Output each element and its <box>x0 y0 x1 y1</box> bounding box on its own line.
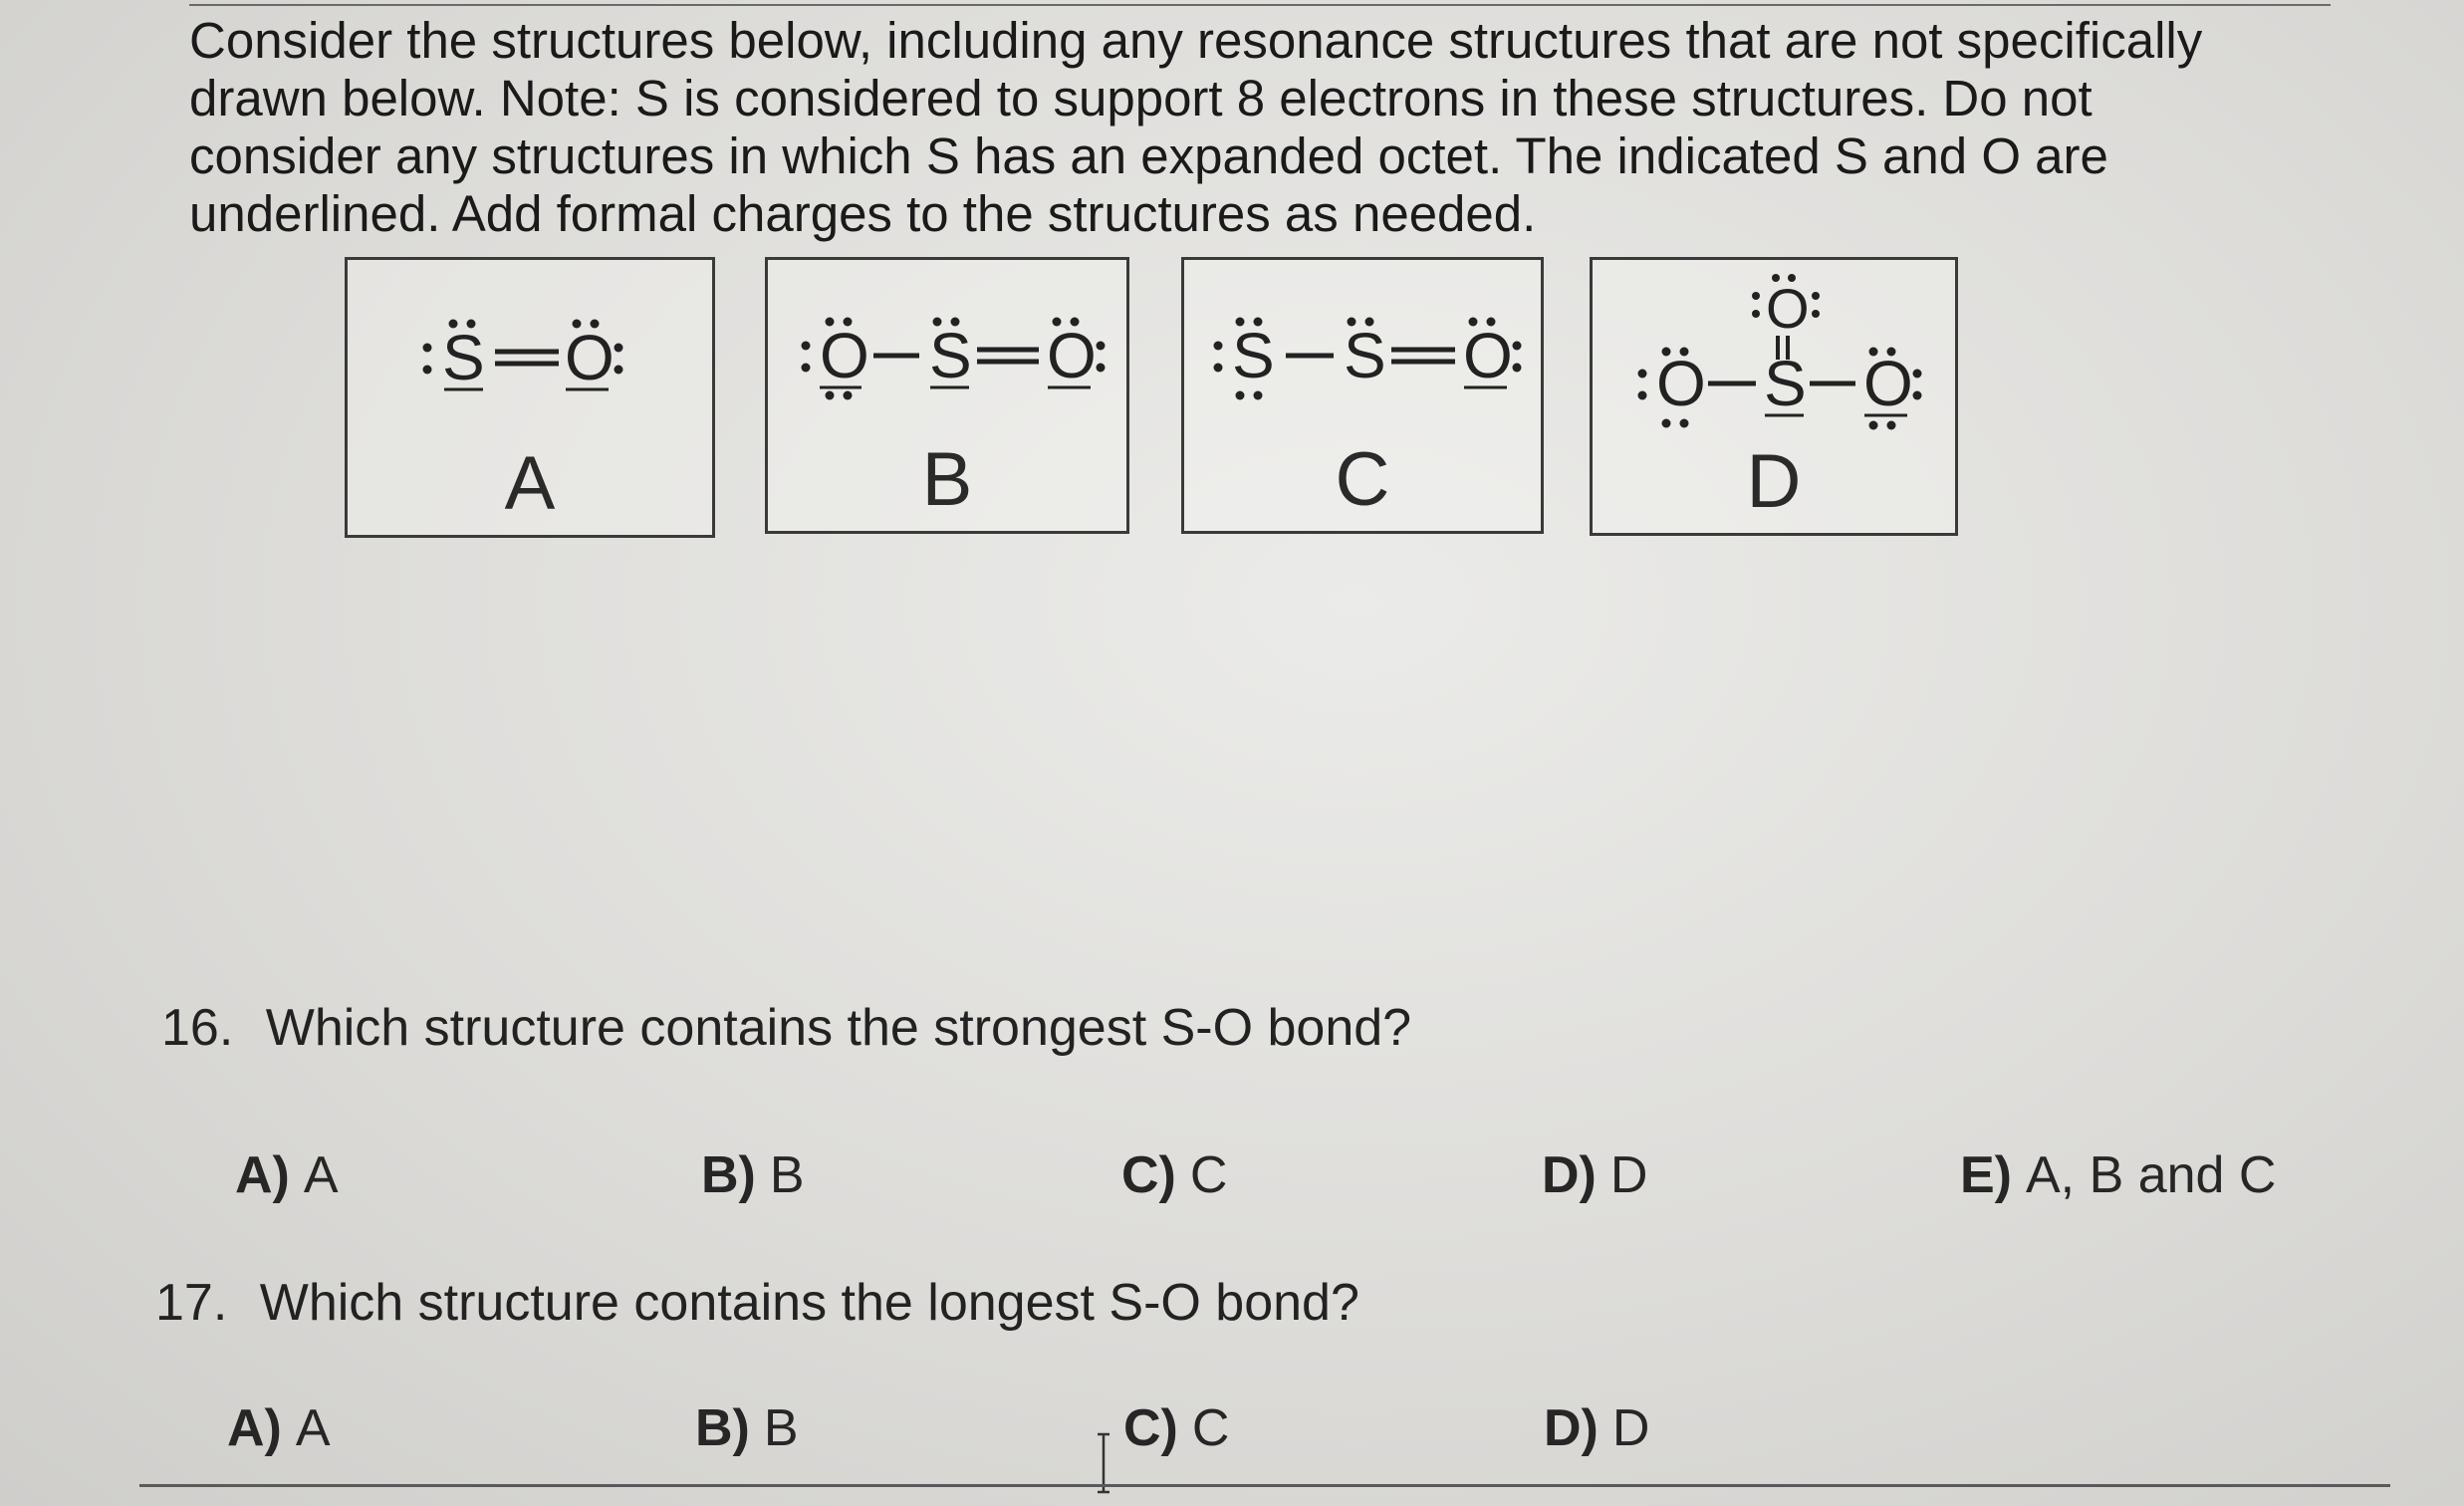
question-number: 17. <box>155 1274 228 1332</box>
option-letter: C) <box>1123 1399 1178 1457</box>
atom-label: O <box>1766 277 1810 340</box>
option-text: B <box>763 1399 799 1457</box>
question-number: 16. <box>161 999 234 1057</box>
lewis-structure-d: O O S O <box>1637 274 1922 430</box>
atom-label: S <box>929 320 972 391</box>
q16-option-d[interactable]: D)D <box>1542 1145 1647 1205</box>
q17-option-c[interactable]: C)C <box>1123 1398 1229 1458</box>
intro-line: underlined. Add formal charges to the st… <box>189 185 1537 242</box>
structure-label: B <box>921 437 973 522</box>
atom-label: S <box>1764 348 1807 419</box>
structure-box-a: S O A <box>345 257 715 538</box>
question-16: 16. Which structure contains the stronge… <box>161 998 1411 1058</box>
question-text: Which structure contains the longest S-O… <box>259 1274 1359 1332</box>
question-17: 17. Which structure contains the longest… <box>155 1273 1359 1333</box>
intro-paragraph: Consider the structures below, including… <box>189 12 2341 243</box>
bottom-rule <box>139 1484 2390 1487</box>
atom-label: S <box>1232 320 1275 391</box>
lewis-structure-b: O S O <box>801 317 1106 400</box>
option-text: C <box>1189 1146 1228 1204</box>
intro-line: drawn below. Note: S is considered to su… <box>189 70 2093 126</box>
intro-line: consider any structures in which S has a… <box>189 127 2108 184</box>
q16-option-a[interactable]: A)A <box>235 1145 339 1205</box>
option-text: D <box>1609 1146 1648 1204</box>
structure-box-c: S S O C <box>1181 257 1544 534</box>
option-text: B <box>769 1146 805 1204</box>
atom-label: O <box>565 322 615 393</box>
option-text: C <box>1191 1399 1230 1457</box>
option-text: A <box>295 1399 331 1457</box>
lewis-structure-a: S O <box>422 319 623 393</box>
atom-label: O <box>1463 320 1513 391</box>
q17-option-d[interactable]: D)D <box>1544 1398 1649 1458</box>
atom-label: O <box>1863 348 1913 419</box>
structure-label: A <box>504 441 556 526</box>
atom-label: S <box>442 322 485 393</box>
option-text: A <box>303 1146 339 1204</box>
option-letter: A) <box>235 1146 290 1204</box>
q17-option-a[interactable]: A)A <box>227 1398 331 1458</box>
option-text: D <box>1611 1399 1650 1457</box>
option-letter: C) <box>1121 1146 1176 1204</box>
q16-option-e[interactable]: E)A, B and C <box>1960 1145 2276 1205</box>
atom-label: O <box>1047 320 1097 391</box>
q16-option-c[interactable]: C)C <box>1121 1145 1227 1205</box>
lewis-structure-c: S S O <box>1213 317 1522 400</box>
atom-label: O <box>1656 348 1706 419</box>
structure-label: D <box>1746 439 1802 524</box>
atom-label: O <box>820 320 869 391</box>
structure-label: C <box>1335 437 1390 522</box>
option-letter: A) <box>227 1399 282 1457</box>
text-cursor-icon <box>1098 1432 1109 1494</box>
intro-line: Consider the structures below, including… <box>189 12 2203 69</box>
top-rule <box>189 4 2331 6</box>
q17-option-b[interactable]: B)B <box>695 1398 799 1458</box>
option-letter: B) <box>701 1146 756 1204</box>
q16-option-b[interactable]: B)B <box>701 1145 805 1205</box>
option-letter: D) <box>1542 1146 1597 1204</box>
question-text: Which structure contains the strongest S… <box>265 999 1412 1057</box>
option-letter: B) <box>695 1399 750 1457</box>
structure-box-b: O S O B <box>765 257 1129 534</box>
option-letter: D) <box>1544 1399 1599 1457</box>
structure-box-d: O O S O D <box>1590 257 1958 536</box>
atom-label: S <box>1344 320 1386 391</box>
option-letter: E) <box>1960 1146 2012 1204</box>
option-text: A, B and C <box>2026 1146 2277 1204</box>
